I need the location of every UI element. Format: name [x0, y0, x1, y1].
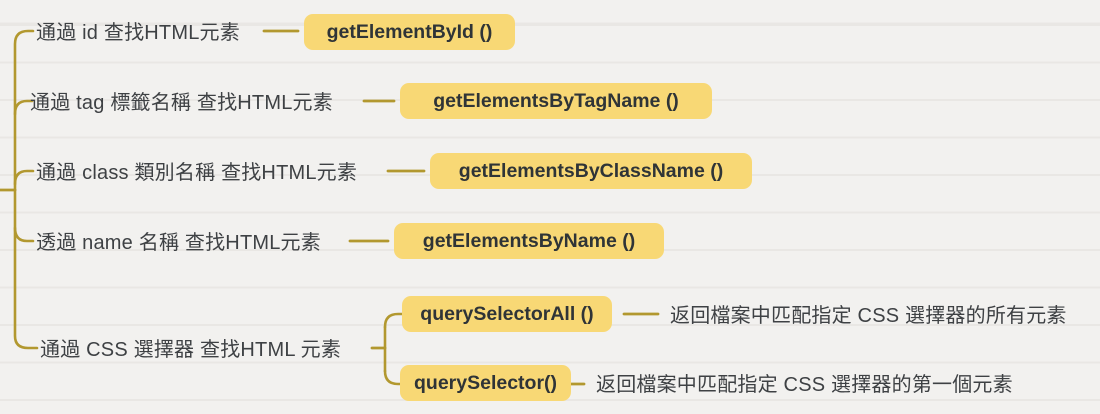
branch-label-by-tag[interactable]: 通過 tag 標籤名稱 查找HTML元素 [30, 91, 333, 114]
branch2-curve [13, 99, 34, 116]
branch5-bracket-top-curve [383, 312, 404, 329]
branch-label-by-name[interactable]: 透過 name 名稱 查找HTML元素 [36, 231, 321, 254]
method-node-query-selector[interactable]: querySelector() [400, 365, 572, 401]
method-node-query-selector-all[interactable]: querySelectorAll () [402, 296, 612, 332]
method-node-get-elements-by-name[interactable]: getElementsByName () [394, 223, 664, 259]
method-node-get-element-by-id[interactable]: getElementById () [304, 14, 515, 50]
description-query-selector-all[interactable]: 返回檔案中匹配指定 CSS 選擇器的所有元素 [670, 304, 1067, 327]
branch-label-by-id[interactable]: 通過 id 查找HTML元素 [36, 21, 240, 44]
method-node-get-elements-by-tag-name[interactable]: getElementsByTagName () [400, 83, 712, 119]
branch5-bracket-bottom-curve [383, 369, 404, 386]
branch-label-by-class[interactable]: 通過 class 類別名稱 查找HTML元素 [36, 161, 358, 184]
description-query-selector[interactable]: 返回檔案中匹配指定 CSS 選擇器的第一個元素 [596, 373, 1013, 396]
branch3-curve [13, 169, 35, 186]
method-node-get-elements-by-class-name[interactable]: getElementsByClassName () [430, 153, 752, 189]
trunk-lower-line [13, 188, 39, 350]
branch4-curve [13, 226, 35, 243]
trunk-upper-line [13, 29, 35, 192]
branch-label-by-css-selector[interactable]: 通過 CSS 選擇器 查找HTML 元素 [40, 338, 342, 361]
